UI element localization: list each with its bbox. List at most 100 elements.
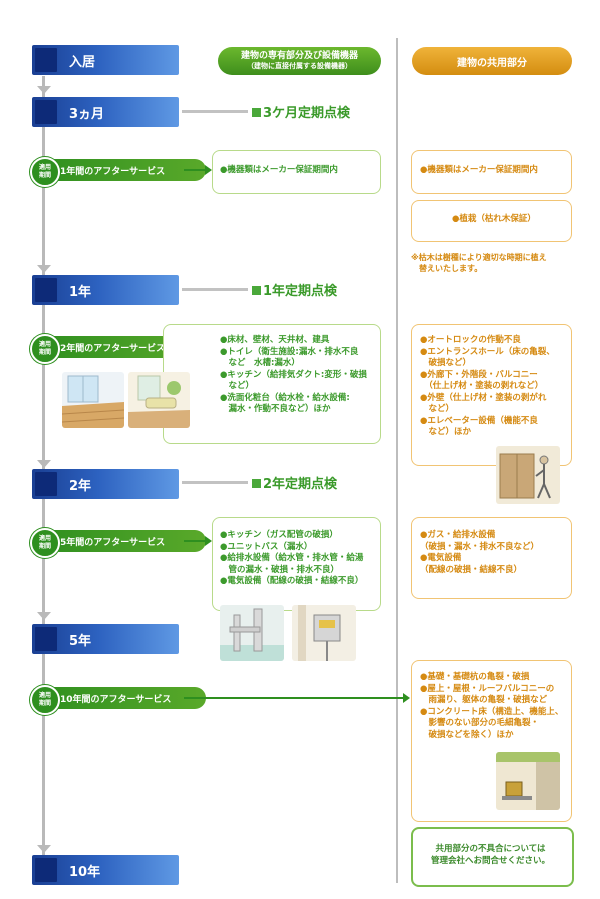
item-text: ●電気設備 [420,553,462,563]
timeline-arrow [37,460,51,468]
service-label: 10年間のアフターサービス [60,694,172,705]
item-text: ●外壁（仕上げ材・塗装の剥がれ [420,392,547,403]
service-arrow [184,693,410,703]
private-box-2-years [163,324,381,444]
square-bullet-icon [252,108,261,117]
item-text: など） [220,381,255,391]
item-text: など）ほか [420,427,472,437]
item-text: 破損などを除く）ほか [420,729,514,740]
bar-tab [35,858,57,882]
applicable-period-badge: 適用期間 [30,157,60,187]
note-line: ※枯木は樹種により適切な時期に植え [411,253,547,262]
item-text: （破損・漏水・排水不良など） [420,541,540,552]
private-items-5-years: ●キッチン（ガス配管の破損） ●ユニットバス（漏水） ●給排水設備（給水管・排水… [220,530,363,588]
inspection-1-year: 1年定期点検 [252,280,337,299]
bar-tab [35,627,57,651]
private-header-line1: 建物の専有部分及び設備機器 [240,51,358,61]
item-text: ●洗面化粧台（給水栓・給水設備: [220,392,350,403]
contact-note-box [411,827,574,887]
timeline-10-years: 10年 [32,855,179,885]
item-text: ●トイレ（衛生施設:漏水・排水不良 [220,346,359,357]
private-section-header: 建物の専有部分及び設備機器 （建物に直接付属する設備機器） [218,47,381,75]
item-text: ●外廊下・外階段・バルコニー [420,369,538,380]
common-box-5-years [411,517,572,599]
item-text: ●機器類はメーカー保証期間内 [420,165,538,175]
service-5-years: 5年間のアフターサービス [36,530,206,552]
item-text: ●床材、壁材、天井材、建具 [220,335,330,345]
timeline-2-years: 2年 [32,469,179,499]
badge-line1: 適用 [38,535,51,542]
living-room-illustration [128,372,190,428]
timeline-5-years: 5年 [32,624,179,654]
square-bullet-icon [252,479,261,488]
item-text: など） [420,404,455,414]
item-text: ●コンクリート床（構造上、機能上、 [420,706,564,717]
contact-note: 共用部分の不具合については 管理会社へお問合せください。 [411,843,570,867]
inspection-label: 3ケ月定期点検 [263,106,351,121]
plumbing-illustration [220,605,284,661]
badge-line2: 期間 [38,543,51,550]
building-exterior-illustration [496,752,560,810]
applicable-period-badge: 適用期間 [30,685,60,715]
common-items-1-year: ●機器類はメーカー保証期間内 [420,165,538,177]
inspection-label: 1年定期点検 [263,284,338,299]
item-text: 漏水・作動不良など）ほか [220,404,331,414]
applicable-period-badge: 適用期間 [30,528,60,558]
timeline-arrow [37,86,51,94]
common-box-1-year [411,150,572,194]
timeline-arrow [37,265,51,273]
badge-line1: 適用 [38,164,51,171]
common-box-2-years [411,324,572,466]
inspection-connector [182,110,248,113]
bar-tab [35,48,57,72]
note-line: 管理会社へお問合せください。 [430,856,550,866]
timeline-1-year: 1年 [32,275,179,305]
bar-tab [35,278,57,302]
item-text: など 水槽:漏水） [220,358,300,368]
item-text: ●エレベーター設備（機能不良 [420,415,538,426]
item-text: ●給排水設備（給水管・排水管・給湯 [220,553,364,563]
electrical-panel-illustration [292,605,356,661]
item-text: 管の漏水・破損・排水不良） [220,564,340,575]
applicable-period-badge: 適用期間 [30,334,60,364]
item-text: ●ガス・給排水設備 [420,530,496,540]
inspection-label: 2年定期点検 [263,477,338,492]
timeline-arrow [37,845,51,853]
planting-text: ●植栽（枯れ木保証） [452,214,536,224]
badge-line2: 期間 [38,700,51,707]
timeline-label: 5年 [69,633,92,649]
timeline-move-in: 入居 [32,45,179,75]
bar-tab [35,100,57,124]
item-text: （仕上げ材・塗装の剥れなど） [420,381,544,391]
service-10-years: 10年間のアフターサービス [36,687,206,709]
item-text: 破損など） [420,358,472,368]
item-text: ●ユニットバス（漏水） [220,541,313,552]
item-text: ●機器類はメーカー保証期間内 [220,165,338,175]
common-items-2-years: ●オートロックの作動不良 ●エントランスホール（床の亀裂、 破損など） ●外廊下… [420,335,555,439]
note-line: 共用部分の不具合については [435,844,546,854]
timeline-label: 入居 [69,54,96,70]
bar-tab [35,472,57,496]
planting-note: ※枯木は樹種により適切な時期に植え 替えいたします。 [411,252,547,274]
common-section-header: 建物の共用部分 [412,47,572,75]
private-items-1-year: ●機器類はメーカー保証期間内 [220,165,338,177]
item-text: ●エントランスホール（床の亀裂、 [420,346,555,357]
private-box-1-year [212,150,381,194]
service-1-year: 1年間のアフターサービス [36,159,206,181]
planting-box [411,200,572,242]
note-line: 替えいたします。 [411,264,483,273]
common-items-5-years: ●ガス・給排水設備 （破損・漏水・排水不良など） ●電気設備 （配線の破損・結線… [420,530,539,576]
inspection-3-month: 3ケ月定期点検 [252,102,350,121]
item-text: 影響のない部分の毛細亀裂・ [420,718,540,728]
item-text: ●屋上・屋根・ルーフバルコニーの [420,683,555,694]
item-text: ●キッチン（ガス配管の破損） [220,530,338,540]
private-items-2-years: ●床材、壁材、天井材、建具 ●トイレ（衛生施設:漏水・排水不良 など 水槽:漏水… [220,335,367,416]
entrance-illustration [496,446,560,504]
item-text: ●基礎・基礎杭の亀裂・破損 [420,672,530,682]
badge-line1: 適用 [38,692,51,699]
item-text: ●オートロックの作動不良 [420,335,521,345]
item-text: 雨漏り、躯体の亀裂・破損など [420,695,548,705]
common-header-label: 建物の共用部分 [457,57,527,69]
common-items-10-years: ●基礎・基礎杭の亀裂・破損 ●屋上・屋根・ルーフバルコニーの 雨漏り、躯体の亀裂… [420,672,563,741]
timeline-3-months: 3ヵ月 [32,97,179,127]
